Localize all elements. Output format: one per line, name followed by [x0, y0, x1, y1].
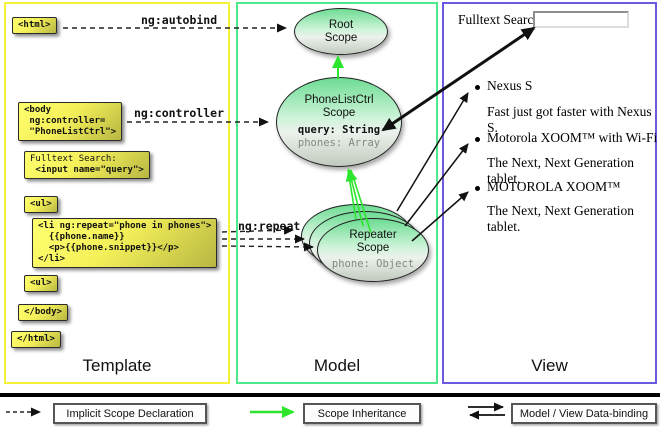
view-item-snippet: The Next, Next Generation tablet. [487, 155, 634, 186]
fulltext-search-code-box: Fulltext Search: <input name="query"> [24, 151, 150, 179]
bullet-icon [475, 85, 480, 90]
view-item-name: Nexus S [487, 78, 533, 93]
legend-model-view-data-binding: Model / View Data-binding [511, 403, 657, 424]
model-section-label: Model [313, 356, 361, 375]
ng-repeat-label: ng:repeat [238, 219, 301, 233]
template-column: Template [4, 2, 230, 384]
view-item-name: Motorola XOOM™ with Wi-Fi [487, 130, 658, 145]
body-open-tag-box: <body ng:controller= "PhoneListCtrl"> [18, 102, 123, 141]
legend-scope-inheritance: Scope Inheritance [303, 403, 421, 424]
phone-property: phone: Object [331, 258, 415, 270]
phones-property: phones: Array [297, 137, 381, 149]
view-search-label: Fulltext Search: [458, 12, 544, 27]
ng-controller-label: ng:controller [134, 106, 225, 120]
li-repeat-code-box: <li ng:repeat="phone in phones"> {{phone… [32, 218, 218, 268]
ul-close-tag-box: <ul> [24, 275, 58, 292]
template-section-label: Template [82, 356, 152, 375]
view-section-label: View [531, 356, 568, 375]
ng-autobind-label: ng:autobind [141, 13, 218, 27]
legend-implicit-scope-declaration: Implicit Scope Declaration [53, 403, 207, 424]
search-input[interactable] [533, 11, 629, 28]
query-property: query: String [297, 124, 381, 136]
bullet-icon [475, 137, 480, 142]
root-scope-ellipse: Root Scope [294, 8, 388, 55]
repeater-scope-ellipse-front: Repeater Scope phone: Object [317, 218, 429, 282]
legend-separator-line [0, 393, 660, 397]
html-open-tag-box: <html> [12, 17, 57, 34]
view-item-snippet: The Next, Next Generation tablet. [487, 203, 634, 234]
ul-open-tag-box: <ul> [24, 196, 58, 213]
phonelistctrl-scope-ellipse: PhoneListCtrl Scope query: String phones… [276, 77, 402, 167]
body-close-tag-box: </body> [18, 304, 68, 321]
bullet-icon [475, 186, 480, 191]
html-close-tag-box: </html> [11, 331, 61, 348]
view-item-name: MOTOROLA XOOM™ [487, 179, 621, 194]
model-column: Model [236, 2, 438, 384]
